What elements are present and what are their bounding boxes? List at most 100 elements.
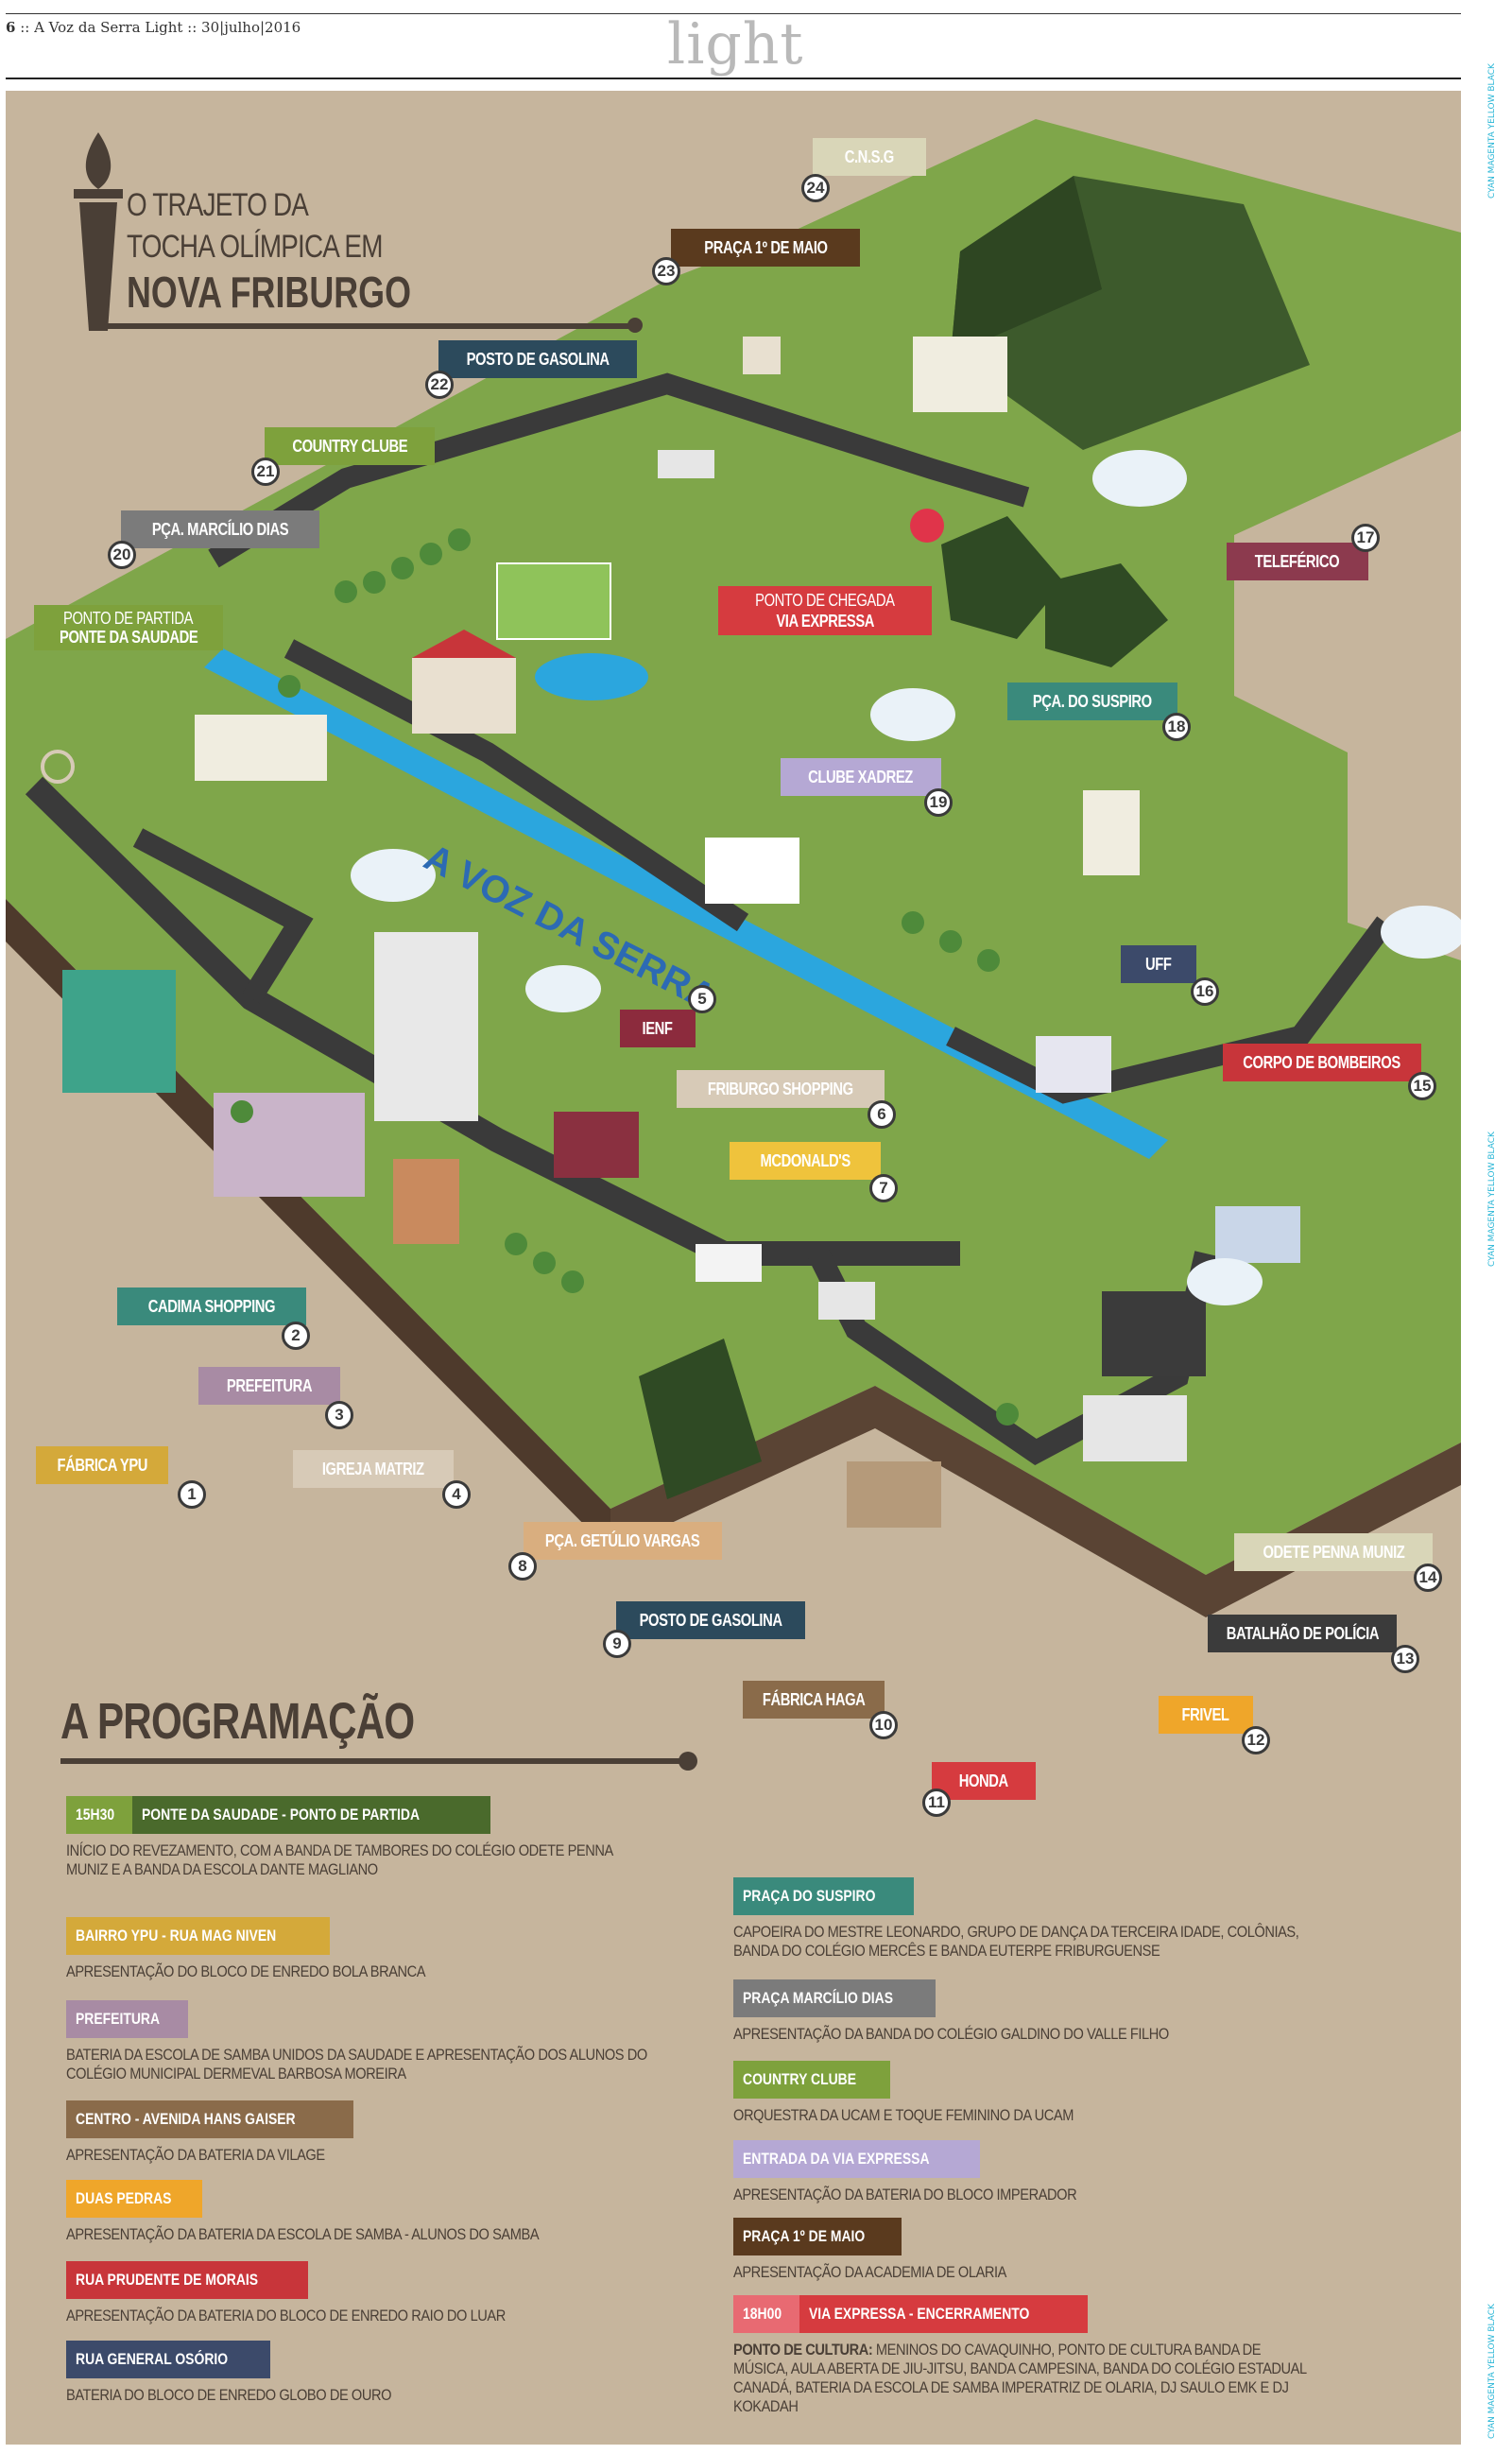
stop-number-badge: 4 xyxy=(442,1480,471,1509)
building-mcdonalds xyxy=(696,1244,762,1282)
start-label: PONTO DE PARTIDA PONTE DA SAUDADE xyxy=(34,605,223,650)
programacao-tag-text: CENTRO - AVENIDA HANS GAISER xyxy=(76,2110,296,2128)
programacao-tag-text: VIA EXPRESSA - ENCERRAMENTO xyxy=(809,2305,1030,2323)
stop-label-22: POSTO DE GASOLINA xyxy=(438,340,637,378)
building-tower xyxy=(374,932,478,1121)
stop-name: ODETE PENNA MUNIZ xyxy=(1263,1542,1404,1562)
building-hotel xyxy=(412,658,516,734)
stop-name: CADIMA SHOPPING xyxy=(147,1296,276,1316)
programacao-description: APRESENTAÇÃO DA BATERIA DA VILAGE xyxy=(66,2146,325,2164)
programacao-title: A PROGRAMAÇÃO xyxy=(60,1693,415,1750)
tree-cluster xyxy=(231,528,1019,1426)
stop-name: MCDONALD'S xyxy=(760,1150,850,1170)
building-ienf xyxy=(554,1112,639,1178)
programacao-tag-text: RUA PRUDENTE DE MORAIS xyxy=(76,2271,259,2289)
soccer-field xyxy=(496,562,611,640)
stop-number-badge: 8 xyxy=(508,1552,537,1581)
stop-label-3: PREFEITURA xyxy=(198,1367,340,1405)
stop-number-badge: 2 xyxy=(282,1322,310,1350)
stop-label-24: C.N.S.G xyxy=(813,138,926,176)
stop-number-badge: 10 xyxy=(869,1711,898,1739)
stop-label-16: UFF xyxy=(1121,945,1196,983)
programacao-description: APRESENTAÇÃO DA BANDA DO COLÉGIO GALDINO… xyxy=(733,2025,1169,2043)
programacao-tags: PRAÇA 1º DE MAIO xyxy=(733,2218,1319,2255)
stop-label-5: IENF xyxy=(620,1010,696,1047)
building-posto-9 xyxy=(818,1282,875,1320)
programacao-tags: PRAÇA MARCÍLIO DIAS xyxy=(733,1979,1319,2017)
stop-number-badge: 24 xyxy=(801,174,830,202)
cloud xyxy=(351,849,436,902)
torch-icon xyxy=(74,132,123,331)
stop-name: FÁBRICA YPU xyxy=(57,1455,147,1475)
stop-name: FÁBRICA HAGA xyxy=(762,1689,866,1709)
programacao-item: PRAÇA 1º DE MAIO APRESENTAÇÃO DA ACADEMIA… xyxy=(733,2218,1319,2282)
programacao-tag: PRAÇA DO SUSPIRO xyxy=(733,1877,915,1915)
stop-number-badge: 13 xyxy=(1391,1645,1419,1673)
building-fabrica-haga xyxy=(847,1461,941,1528)
building-clube-xadrez xyxy=(705,838,799,904)
stop-label-21: COUNTRY CLUBE xyxy=(265,427,435,465)
building-factory xyxy=(195,715,327,781)
title-underline-dot xyxy=(627,318,643,333)
stop-name: PÇA. DO SUSPIRO xyxy=(1033,691,1152,711)
programacao-underline-dot xyxy=(679,1752,697,1771)
stop-label-13: BATALHÃO DE POLÍCIA xyxy=(1208,1615,1397,1652)
stop-name: FRIVEL xyxy=(1181,1704,1230,1724)
stop-number-badge: 19 xyxy=(924,788,953,817)
programacao-tags: 18H00 VIA EXPRESSA - ENCERRAMENTO xyxy=(733,2295,1319,2333)
end-label-line-2: VIA EXPRESSA xyxy=(776,612,874,631)
start-label-line-1: PONTO DE PARTIDA xyxy=(63,609,194,628)
stop-number-badge: 23 xyxy=(652,257,680,285)
stop-number-badge: 14 xyxy=(1414,1564,1442,1592)
programacao-tag: PONTE DA SAUDADE - PONTO DE PARTIDA xyxy=(132,1796,490,1834)
programacao-tag: 15H30 xyxy=(66,1796,133,1834)
stop-name: FRIBURGO SHOPPING xyxy=(708,1079,853,1098)
building-church xyxy=(1083,790,1140,875)
programacao-description: ORQUESTRA DA UCAM E TOQUE FEMININO DA UC… xyxy=(733,2106,1074,2124)
page-info-text: :: A Voz da Serra Light :: 30|julho|2016 xyxy=(15,19,301,36)
building-cnsg xyxy=(913,337,1007,412)
programacao-tags: BAIRRO YPU - RUA MAG NIVEN xyxy=(66,1917,652,1955)
programacao-description: BATERIA DO BLOCO DE ENREDO GLOBO DE OURO xyxy=(66,2386,392,2404)
programacao-tag: BAIRRO YPU - RUA MAG NIVEN xyxy=(66,1917,330,1955)
colorbar-text: CYAN MAGENTA YELLOW BLACK xyxy=(1487,2304,1497,2439)
cloud xyxy=(1187,1258,1263,1305)
stop-name: PRAÇA 1º DE MAIO xyxy=(703,237,828,257)
road-north xyxy=(208,372,1030,568)
isometric-city-map: A VOZ DA SERRA xyxy=(6,119,1461,1617)
programacao-description: BATERIA DA ESCOLA DE SAMBA UNIDOS DA SAU… xyxy=(66,2046,647,2082)
programacao-tag: 18H00 xyxy=(733,2295,800,2333)
stop-label-15: CORPO DE BOMBEIROS xyxy=(1223,1044,1421,1081)
cloud xyxy=(525,965,601,1012)
stop-number-badge: 1 xyxy=(178,1480,206,1509)
programacao-tags: RUA PRUDENTE DE MORAIS xyxy=(66,2261,652,2299)
end-label: PONTO DE CHEGADA VIA EXPRESSA xyxy=(718,586,932,635)
stop-name: TELEFÉRICO xyxy=(1255,551,1340,571)
start-marker xyxy=(41,750,75,784)
stop-label-17: TELEFÉRICO xyxy=(1227,543,1368,580)
building-roof xyxy=(412,630,516,658)
start-label-line-2: PONTE DA SAUDADE xyxy=(59,628,198,647)
road-east xyxy=(946,916,1394,1104)
building-igreja-matriz xyxy=(393,1159,459,1244)
stop-label-14: ODETE PENNA MUNIZ xyxy=(1234,1533,1433,1571)
stop-name: C.N.S.G xyxy=(844,147,895,166)
stop-label-19: CLUBE XADREZ xyxy=(781,758,941,796)
building-frivel xyxy=(1083,1395,1187,1461)
cloud xyxy=(1092,450,1187,507)
programacao-tag: RUA PRUDENTE DE MORAIS xyxy=(66,2261,308,2299)
stop-number-badge: 7 xyxy=(869,1174,898,1202)
programacao-description: APRESENTAÇÃO DA ACADEMIA DE OLARIA xyxy=(733,2263,1006,2281)
programacao-tags: DUAS PEDRAS xyxy=(66,2180,652,2218)
stop-label-9: POSTO DE GASOLINA xyxy=(616,1601,805,1639)
stop-name: IENF xyxy=(642,1018,673,1038)
title-underline xyxy=(94,323,633,329)
page-info: 6 :: A Voz da Serra Light :: 30|julho|20… xyxy=(6,19,301,36)
stop-number-badge: 15 xyxy=(1408,1072,1436,1100)
